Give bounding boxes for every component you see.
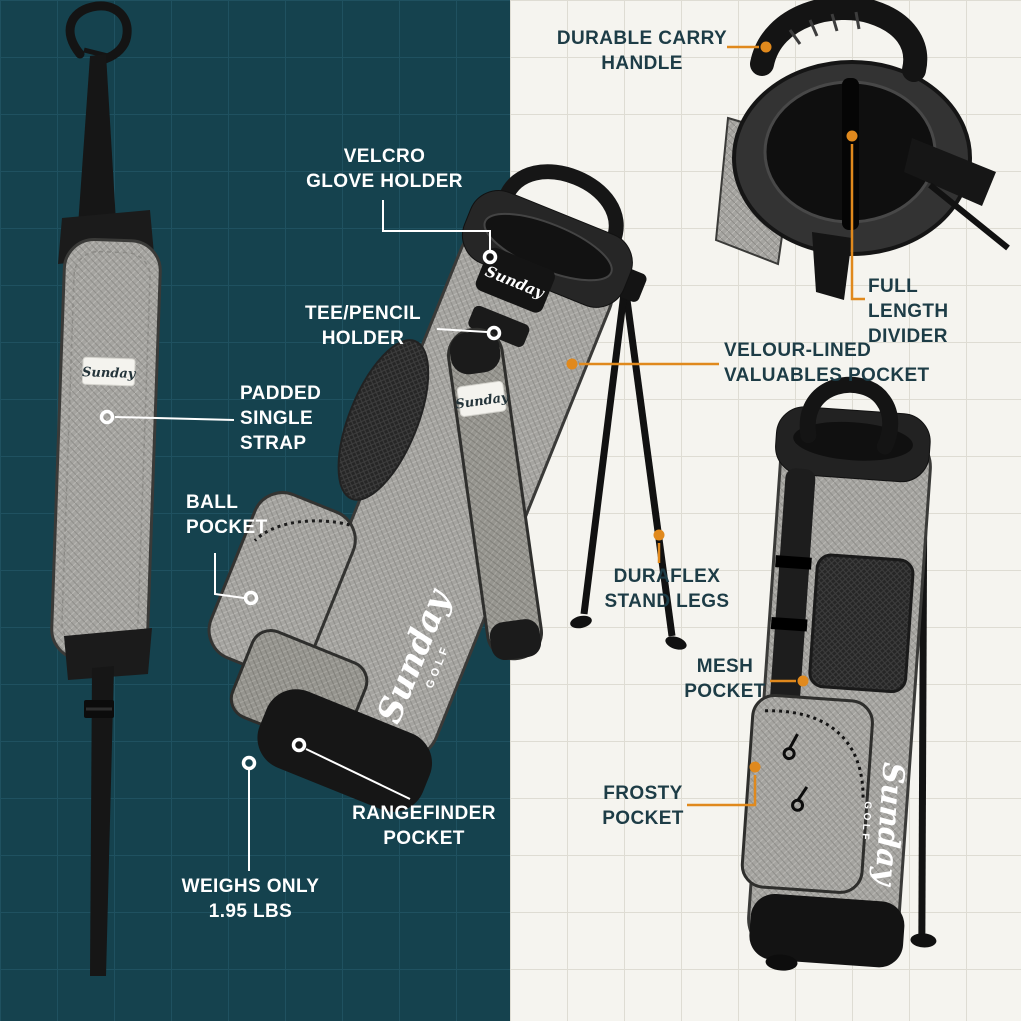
- callout-frosty-pocket: FROSTY POCKET: [602, 783, 684, 830]
- callout-durable-carry-handle: DURABLE CARRY HANDLE: [556, 28, 728, 75]
- back-bag-handle: [799, 376, 899, 455]
- handle-dot: [760, 41, 772, 53]
- side-mesh-pocket: [337, 339, 430, 501]
- carabiner-clip-icon: [65, 1, 132, 64]
- bag-carry-handle: [498, 164, 624, 249]
- closeup-strap: [904, 138, 996, 206]
- back-bag-mesh-pocket: [808, 553, 915, 694]
- tee-pencil-holder-strip: [468, 305, 530, 347]
- frosty-dot: [749, 761, 761, 773]
- callout-velour-lined-valuables-pocket: VELOUR-LINED VALUABLES POCKET: [724, 340, 930, 387]
- back-bag-base: [749, 893, 905, 968]
- shoulder-pad-brand-patch: [456, 380, 507, 417]
- back-bag-logo-subtext: GOLF: [859, 801, 873, 843]
- tee-dot: [486, 325, 502, 341]
- callout-weighs-only: WEIGHS ONLY 1.95 LBS: [181, 876, 320, 923]
- back-bag-logo-text: Sunday: [867, 761, 911, 889]
- spine-buckle: [770, 617, 808, 632]
- strap-webbing-bottom: [90, 666, 114, 976]
- ball-connector: [214, 553, 245, 599]
- weighs-dot: [241, 755, 257, 771]
- rangefinder-connector: [305, 748, 411, 800]
- handle-closeup-illustration: [714, 0, 1010, 300]
- main-bag-illustration: Sunday Sunday GOLF: [207, 164, 687, 812]
- duraflex-dot: [653, 529, 665, 541]
- bag-shoulder-pad: Sunday: [447, 327, 543, 661]
- strap-pad-cap-bottom: [64, 628, 152, 680]
- stand-leg-foot: [570, 615, 592, 629]
- callout-tee-pencil-holder: TEE/PENCIL HOLDER: [305, 303, 421, 350]
- strap-brand-logo: Sunday: [82, 365, 137, 382]
- callout-rangefinder-pocket: RANGEFINDER POCKET: [352, 803, 496, 850]
- ball-pocket-zipper: [253, 519, 350, 542]
- back-bag-foot: [765, 954, 798, 971]
- callout-mesh-pocket: MESH POCKET: [684, 656, 766, 703]
- callout-duraflex-stand-legs: DURAFLEX STAND LEGS: [604, 566, 730, 613]
- spine-buckle: [775, 555, 812, 570]
- rangefinder-dot: [291, 737, 307, 753]
- mesh-dot: [797, 675, 809, 687]
- frosty-connector: [687, 775, 757, 807]
- full-length-divider-bar: [842, 78, 859, 230]
- callout-padded-single-strap: PADDED SINGLE STRAP: [240, 383, 322, 455]
- back-bag-logo: Sunday GOLF: [859, 761, 911, 889]
- callout-full-length-divider: FULL LENGTH DIVIDER: [868, 276, 949, 348]
- closeup-strap-tail: [928, 182, 1010, 251]
- back-bag-frosty-pocket: [740, 693, 874, 894]
- callout-dots-accent: [566, 41, 858, 773]
- strap-brand-patch: Sunday: [82, 356, 137, 387]
- velcro-connector: [382, 200, 491, 250]
- tee-connector: [436, 328, 488, 333]
- back-bag-illustration: Sunday GOLF: [740, 376, 937, 971]
- closeup-dangling-strap: [812, 232, 852, 300]
- handle-grip-ribs: [788, 11, 861, 45]
- frosty-pocket-zipper: [765, 709, 865, 802]
- callout-dots-light: [99, 249, 502, 771]
- strap-illustration: Sunday: [50, 1, 162, 976]
- callout-velcro-glove-holder: VELCRO GLOVE HOLDER: [306, 146, 463, 193]
- stand-leg-foot: [665, 636, 687, 650]
- strap-connector: [114, 416, 235, 421]
- divider-connector: [850, 144, 865, 301]
- closeup-carry-handle: [750, 0, 928, 82]
- callout-connectors-accent: [579, 45, 865, 807]
- callout-ball-pocket: BALL POCKET: [186, 492, 268, 539]
- velcro-dot: [482, 249, 498, 265]
- glove-holder-patch: Sunday: [475, 247, 555, 313]
- velour-dot: [566, 358, 578, 370]
- divider-dot: [846, 130, 858, 142]
- strap-dot: [99, 409, 115, 425]
- strap-webbing-top: [78, 54, 116, 226]
- bag-base: [257, 689, 433, 812]
- callout-connectors-light: [114, 200, 491, 871]
- ball-dot: [243, 590, 259, 606]
- back-bag-leg-foot: [910, 933, 937, 948]
- bag-mouth: [484, 213, 612, 281]
